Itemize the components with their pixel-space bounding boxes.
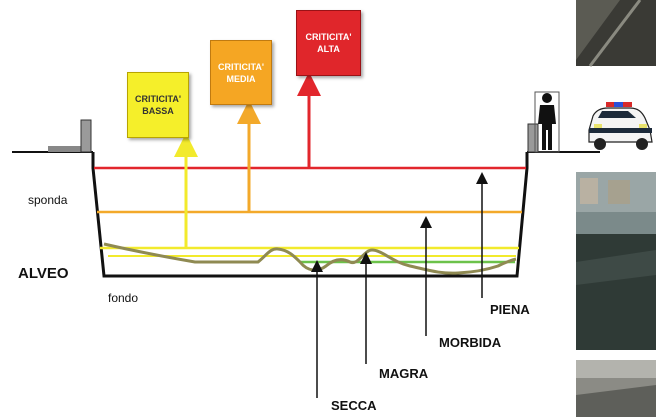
criticality-medium-line1: CRITICITA' — [218, 61, 264, 72]
label-secca: SECCA — [331, 398, 377, 413]
criticality-medium-line2: MEDIA — [226, 73, 256, 84]
criticality-low-box: CRITICITA' BASSA — [127, 72, 189, 138]
label-magra: MAGRA — [379, 366, 429, 381]
label-alveo: ALVEO — [18, 265, 69, 282]
criticality-low-line1: CRITICITA' — [135, 94, 181, 104]
label-piena: PIENA — [490, 302, 530, 317]
ground-left — [12, 119, 93, 153]
label-morbida: MORBIDA — [439, 335, 502, 350]
criticality-high-line1: CRITICITA' — [305, 32, 352, 42]
criticality-high-box: CRITICITA' ALTA — [296, 10, 361, 76]
photo-strip — [576, 0, 656, 417]
riverbed-profile — [103, 242, 517, 275]
label-sponda: sponda — [28, 193, 68, 207]
photo-3 — [576, 360, 656, 417]
label-fondo: fondo — [108, 291, 139, 305]
person-silhouette-icon — [534, 91, 560, 153]
photo-2 — [576, 172, 656, 350]
criticality-high-line2: ALTA — [317, 44, 340, 54]
channel-outline — [91, 152, 529, 278]
criticality-medium-box: CRITICITA' MEDIA — [210, 40, 272, 105]
criticality-low-line2: BASSA — [142, 106, 174, 116]
police-car-icon — [588, 102, 653, 150]
photo-1 — [576, 0, 656, 67]
